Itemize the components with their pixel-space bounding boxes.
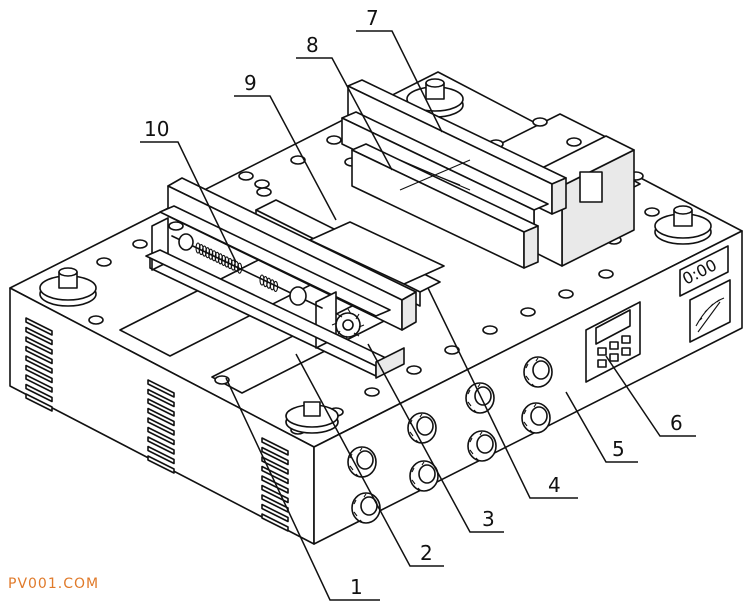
- vent-slot: [25, 317, 53, 336]
- control-knob[interactable]: [467, 430, 497, 462]
- label-4: 4: [548, 473, 561, 497]
- vent-slot: [147, 398, 175, 417]
- vent-slot: [25, 326, 53, 346]
- mounting-hole: [96, 257, 112, 267]
- mounting-hole: [364, 387, 380, 397]
- vent-slot: [261, 446, 289, 466]
- vent-slot: [25, 355, 53, 374]
- vent-slot: [261, 503, 289, 523]
- controller-panel: [585, 301, 641, 383]
- label-1: 1: [350, 575, 363, 599]
- vent-slot: [261, 465, 289, 485]
- mounting-hole: [532, 117, 548, 127]
- vent-slot: [261, 456, 289, 475]
- control-knob[interactable]: [351, 492, 381, 524]
- vent-slot: [261, 513, 289, 532]
- vent-slot: [261, 437, 289, 456]
- right-vent-grille: [261, 437, 289, 532]
- mounting-hole: [558, 289, 574, 299]
- control-knob[interactable]: [523, 356, 553, 388]
- mounting-hole: [254, 179, 270, 189]
- control-knob[interactable]: [521, 402, 551, 434]
- vent-slot: [25, 345, 53, 365]
- mounting-hole: [238, 171, 254, 181]
- label-3: 3: [482, 507, 495, 531]
- label-2: 2: [420, 541, 433, 565]
- vent-slot: [261, 484, 289, 504]
- vent-slot: [25, 393, 53, 412]
- mounting-hole: [520, 307, 536, 317]
- mounting-hole: [598, 269, 614, 279]
- control-knob[interactable]: [409, 460, 439, 492]
- label-8: 8: [306, 33, 319, 57]
- mounting-hole: [326, 135, 342, 145]
- label-6: 6: [670, 411, 683, 435]
- vent-slot: [25, 336, 53, 355]
- mounting-hole: [566, 137, 582, 147]
- mounting-hole: [482, 325, 498, 335]
- vent-slot: [147, 388, 175, 408]
- mounting-hole: [132, 239, 148, 249]
- drive-gear: [331, 308, 365, 342]
- control-knob[interactable]: [347, 446, 377, 478]
- corner-knobs: [39, 78, 712, 434]
- mounting-hole: [644, 207, 660, 217]
- leader-lines: [140, 30, 696, 601]
- mounting-hole: [168, 221, 184, 231]
- vent-slot: [147, 407, 175, 427]
- mounting-hole: [406, 365, 422, 375]
- vent-slot: [147, 417, 175, 436]
- control-knobs: [347, 356, 553, 524]
- mounting-hole: [290, 155, 306, 165]
- label-5: 5: [612, 437, 625, 461]
- mounting-hole: [256, 187, 272, 197]
- vent-slot: [147, 426, 175, 446]
- analog-meter: [689, 279, 731, 343]
- center-vent-grille: [147, 379, 175, 474]
- left-vent-grille: [25, 317, 53, 412]
- vent-slot: [147, 445, 175, 465]
- part-labels: 7 8 9 10 1 2 3 4 5 6: [144, 6, 683, 599]
- label-10: 10: [144, 117, 169, 141]
- vent-slot: [147, 379, 175, 398]
- control-knob[interactable]: [407, 412, 437, 444]
- label-9: 9: [244, 71, 257, 95]
- label-7: 7: [366, 6, 379, 30]
- control-knob[interactable]: [465, 382, 495, 414]
- mounting-hole: [214, 375, 230, 385]
- vent-slot: [261, 475, 289, 494]
- watermark: PV001.COM: [8, 576, 100, 592]
- vent-slot: [147, 455, 175, 474]
- mounting-hole: [444, 345, 460, 355]
- rear-clamp-assembly: [341, 79, 635, 269]
- vent-slot: [25, 383, 53, 403]
- mounting-hole: [88, 315, 104, 325]
- vent-slot: [147, 436, 175, 455]
- vent-slot: [25, 364, 53, 384]
- front-clamp-assembly: [145, 177, 417, 379]
- vent-slot: [25, 374, 53, 393]
- lead-screw: [178, 233, 307, 306]
